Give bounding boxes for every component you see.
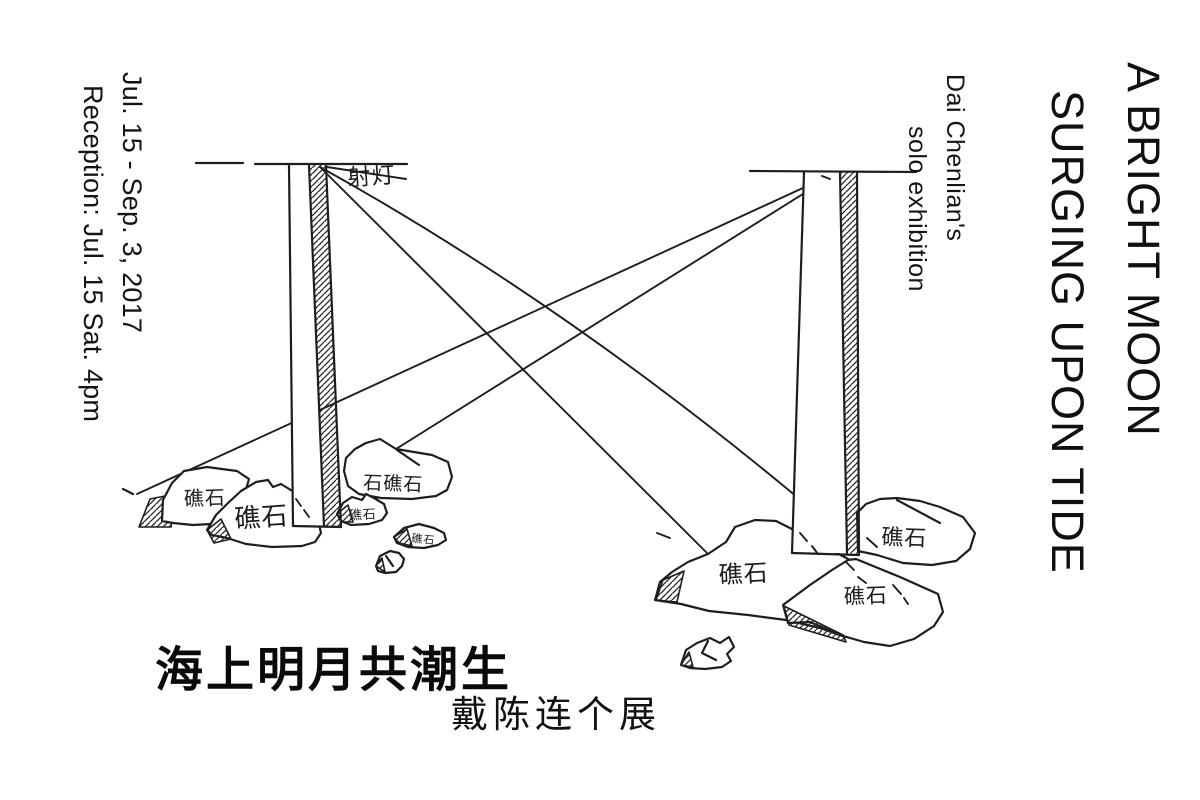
rock-r3-shadow-band (783, 605, 847, 643)
hidden-edge-dashes (295, 175, 909, 605)
dates-line-1: Jul. 15 - Sep. 3, 2017 (117, 72, 147, 334)
rock-r1-shadow (655, 570, 685, 603)
rock-label-r3: 礁石 (843, 584, 888, 609)
left-pillar (287, 163, 343, 529)
rock-label-r2: 礁石 (881, 524, 928, 551)
rock-label-l2: 礁石 (233, 500, 289, 534)
subtitle-line-1: Dai Chenlian's (941, 74, 969, 242)
right-pillar-hatch-edge (838, 170, 849, 555)
light-beams (136, 166, 831, 555)
rock-l6-crease (384, 554, 395, 568)
title-line-1: A BRIGHT MOON (1118, 62, 1169, 437)
left-pillar-hatch-edge (307, 163, 326, 528)
rock-l6-shadow (375, 557, 386, 573)
spotlight-label: 射灯 (347, 161, 397, 190)
title-line-2: SURGING UPON TIDE (1042, 90, 1093, 574)
left-pillar-right-edge (324, 163, 343, 529)
rock-r2-crease (895, 498, 942, 525)
beam-right-steep (395, 176, 831, 450)
ceiling-line-right (748, 169, 918, 174)
rock-l3-crease (395, 448, 421, 467)
dates-line-2: Reception: Jul. 15 Sat. 4pm (78, 85, 108, 423)
ground-tick (121, 487, 135, 496)
rock-label-r1: 礁石 (718, 560, 769, 590)
rock-label-l5: 礁石 (411, 531, 436, 547)
exhibition-dates: Jul. 15 - Sep. 3, 2017 Reception: Jul. 1… (73, 72, 151, 422)
chinese-subtitle: 戴陈连个展 (451, 694, 661, 735)
beam-left-shallow (319, 166, 798, 498)
left-pillar-left-edge (287, 163, 295, 528)
right-pillar-left-edge (790, 170, 806, 555)
subtitle-line-2: solo exhibition (903, 126, 931, 292)
rock-r2 (855, 496, 977, 567)
beam-left-steep (319, 166, 709, 555)
right-pillar-bottom-edge (790, 551, 861, 557)
right-pillar (790, 170, 861, 557)
rock-label-l4: 礁石 (348, 506, 377, 522)
rock-label-l1: 礁石 (183, 486, 226, 510)
exhibition-title: A BRIGHT MOON SURGING UPON TIDE (1029, 62, 1181, 574)
left-pillar-bottom-edge (291, 524, 343, 529)
right-pillar-right-edge (855, 170, 861, 556)
rock-r4-shadow (680, 651, 694, 668)
rock-r4 (679, 635, 736, 671)
rock-r4-crease (700, 639, 718, 662)
rock-label-l3: 石礁石 (363, 472, 424, 496)
spotlight-leader-line (326, 166, 407, 180)
beam-right-shallow (136, 175, 830, 495)
rocks-right (653, 496, 977, 671)
rock-l5-shadow (393, 528, 413, 547)
chinese-title: 海上明月共潮生 (155, 644, 513, 697)
sketch-labels: 射灯 礁石 礁石 石礁石 礁石 礁石 礁石 礁石 礁石 (183, 161, 927, 608)
rock-l2-shadow (206, 518, 232, 544)
ceiling-lines (194, 161, 918, 174)
artist-subtitle: Dai Chenlian's solo exhibition (898, 74, 974, 292)
